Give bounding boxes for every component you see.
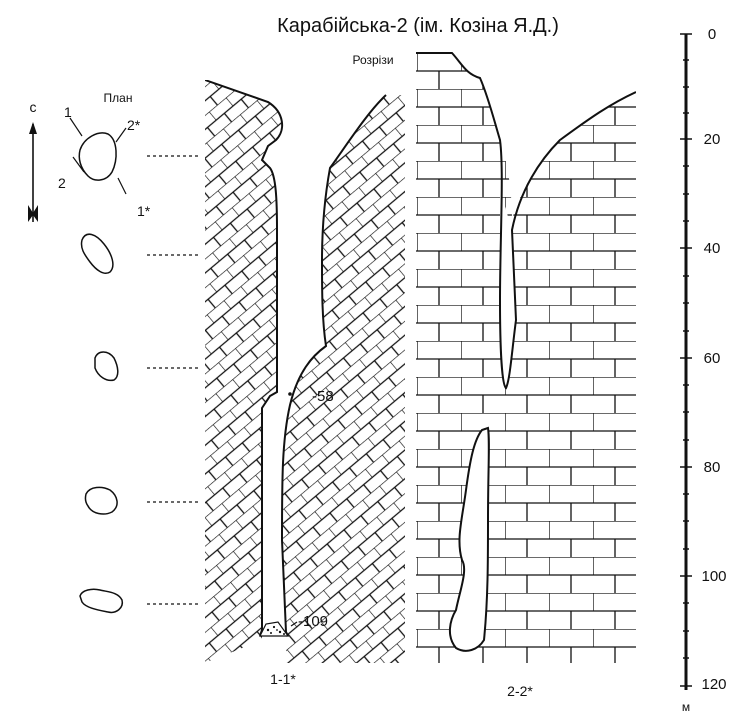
section-1-1 [205, 80, 405, 663]
plan-outline-4 [84, 486, 118, 515]
scale-tick-80: 80 [704, 459, 721, 476]
cut-label-1: 1 [64, 104, 72, 120]
scale-tick-0: 0 [708, 26, 716, 43]
plan-caption: План [104, 91, 133, 105]
scale-tick-40: 40 [704, 240, 721, 257]
level-connectors [147, 155, 200, 605]
plan-outline-2 [80, 233, 114, 274]
section-1-caption: 1-1* [270, 671, 296, 687]
plan-outline-3 [94, 351, 119, 382]
cut-label-2: 2 [58, 175, 66, 191]
cut-label-2star: 2* [127, 117, 141, 133]
depth-scale: 0 20 40 60 80 100 120 м [680, 26, 727, 714]
plan-outline-1 [78, 132, 117, 181]
plan-outline-5 [79, 588, 124, 614]
scale-tick-100: 100 [701, 568, 726, 585]
section-2-2 [416, 52, 636, 663]
scale-unit: м [682, 700, 690, 714]
plan-view: План с 1 2* 2 1* [28, 91, 200, 614]
cut-label-1star: 1* [137, 203, 151, 219]
scale-tick-120: 120 [701, 676, 726, 693]
north-arrow-icon [28, 122, 38, 222]
sections-caption: Розрізи [352, 53, 393, 67]
figure-title: Карабійська-2 (ім. Козіна Я.Д.) [277, 15, 559, 37]
north-label: с [30, 99, 37, 115]
depth-mark-109: -109 [298, 613, 328, 630]
section-2-caption: 2-2* [507, 683, 533, 699]
depth-mark-58: -58 [312, 388, 334, 405]
scale-tick-20: 20 [704, 131, 721, 148]
scale-tick-60: 60 [704, 350, 721, 367]
